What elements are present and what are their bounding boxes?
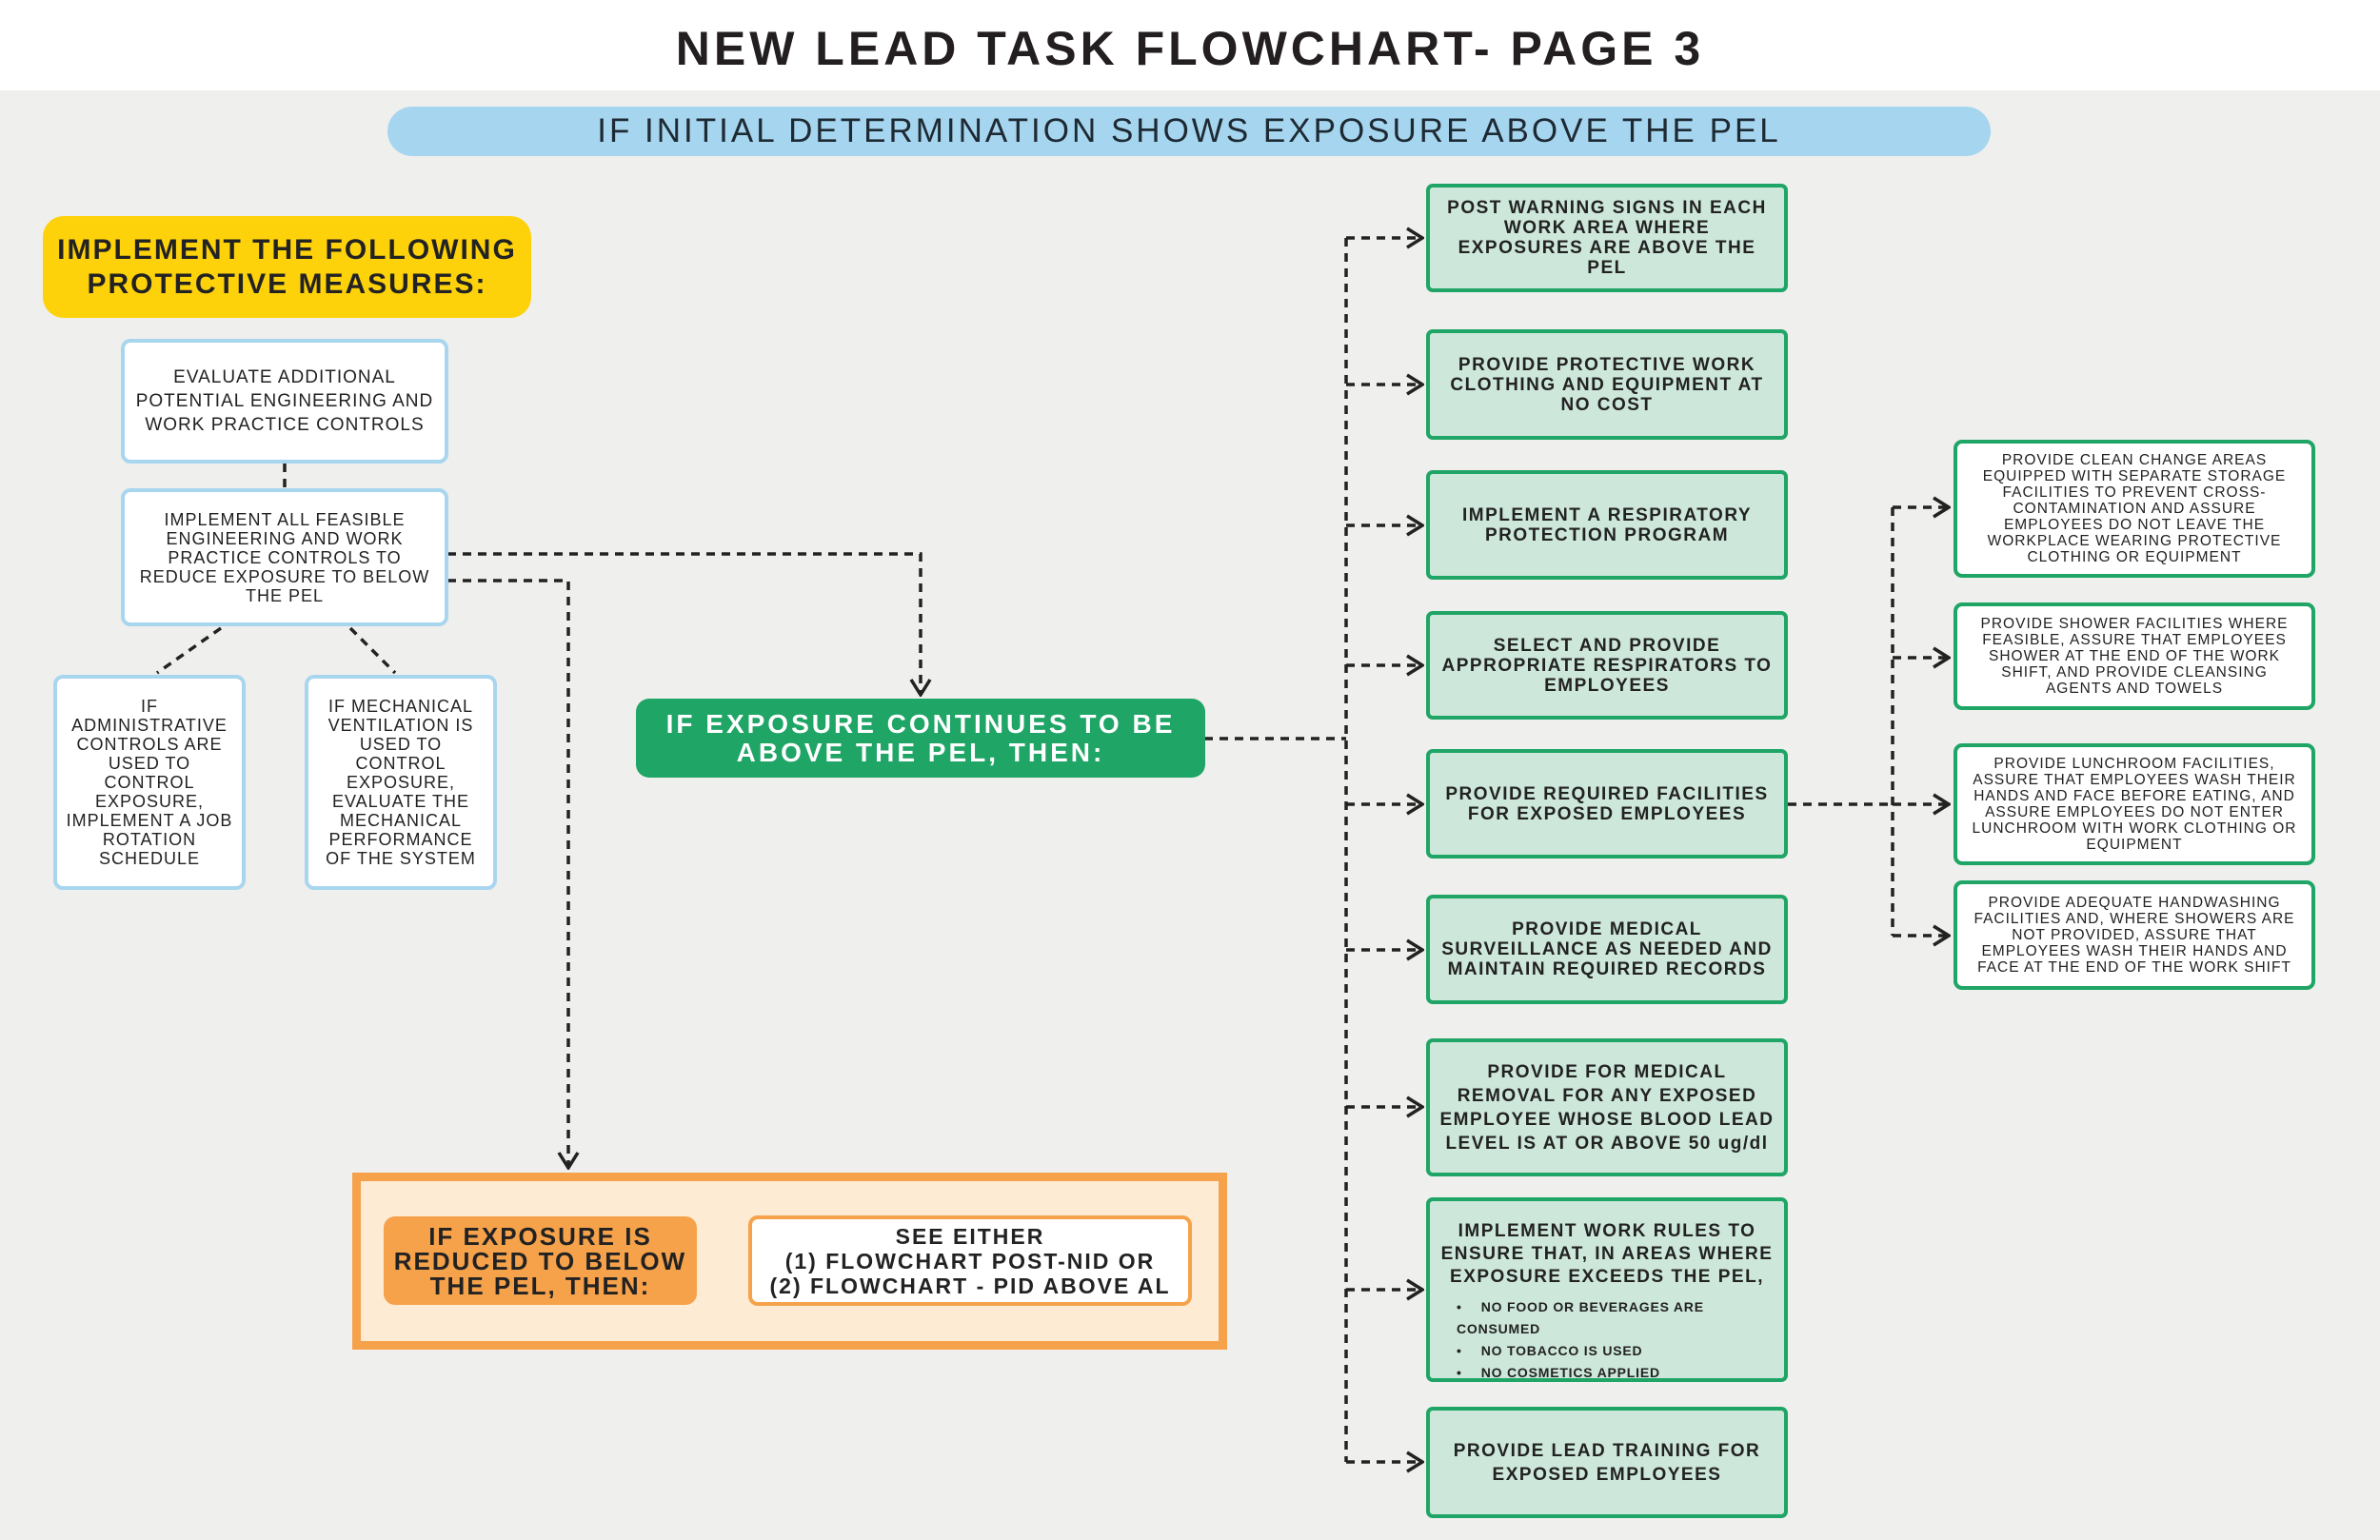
mechanical-ventilation-box: IF MECHANICAL VENTILATION IS USED TO CON… — [305, 675, 497, 890]
protective-measures-heading: IMPLEMENT THE FOLLOWING PROTECTIVE MEASU… — [43, 216, 531, 318]
work-rule-item: NO COSMETICS APPLIED — [1457, 1362, 1775, 1384]
medical-removal-box: PROVIDE FOR MEDICAL REMOVAL FOR ANY EXPO… — [1426, 1038, 1788, 1176]
condition-banner: IF INITIAL DETERMINATION SHOWS EXPOSURE … — [387, 107, 1991, 156]
work-rule-item: NO FOOD OR BEVERAGES ARE CONSUMED — [1457, 1296, 1775, 1340]
protective-clothing-box: PROVIDE PROTECTIVE WORK CLOTHING AND EQU… — [1426, 329, 1788, 440]
page-title: NEW LEAD TASK FLOWCHART- PAGE 3 — [675, 22, 1705, 75]
respiratory-program-box: IMPLEMENT A RESPIRATORY PROTECTION PROGR… — [1426, 470, 1788, 580]
evaluate-controls-box: EVALUATE ADDITIONAL POTENTIAL ENGINEERIN… — [121, 339, 448, 464]
shower-facilities-box: PROVIDE SHOWER FACILITIES WHERE FEASIBLE… — [1954, 602, 2315, 710]
work-rules-box: IMPLEMENT WORK RULES TO ENSURE THAT, IN … — [1426, 1197, 1788, 1382]
work-rules-title: IMPLEMENT WORK RULES TO ENSURE THAT, IN … — [1440, 1221, 1774, 1287]
header-bar — [0, 0, 2380, 90]
administrative-controls-box: IF ADMINISTRATIVE CONTROLS ARE USED TO C… — [53, 675, 246, 890]
handwashing-facilities-box: PROVIDE ADEQUATE HANDWASHING FACILITIES … — [1954, 880, 2315, 990]
change-areas-box: PROVIDE CLEAN CHANGE AREAS EQUIPPED WITH… — [1954, 440, 2315, 578]
lunchroom-facilities-box: PROVIDE LUNCHROOM FACILITIES, ASSURE THA… — [1954, 743, 2315, 865]
exposure-continues-box: IF EXPOSURE CONTINUES TO BE ABOVE THE PE… — [636, 699, 1205, 778]
work-rule-item: NO TOBACCO IS USED — [1457, 1340, 1775, 1362]
required-facilities-box: PROVIDE REQUIRED FACILITIES FOR EXPOSED … — [1426, 749, 1788, 859]
medical-surveillance-box: PROVIDE MEDICAL SURVEILLANCE AS NEEDED A… — [1426, 895, 1788, 1004]
work-rules-list: NO FOOD OR BEVERAGES ARE CONSUMED NO TOB… — [1439, 1296, 1775, 1384]
post-warning-signs-box: POST WARNING SIGNS IN EACH WORK AREA WHE… — [1426, 184, 1788, 292]
implement-controls-box: IMPLEMENT ALL FEASIBLE ENGINEERING AND W… — [121, 488, 448, 626]
flowchart-pid-above-al-ref: (2) FLOWCHART - PID ABOVE AL — [769, 1273, 1171, 1298]
flowchart-post-nid-ref: (1) FLOWCHART POST-NID OR — [784, 1248, 1156, 1273]
exposure-reduced-box: IF EXPOSURE IS REDUCED TO BELOW THE PEL,… — [384, 1216, 697, 1305]
see-either-box: SEE EITHER (1) FLOWCHART POST-NID OR (2)… — [748, 1215, 1192, 1306]
respirators-box: SELECT AND PROVIDE APPROPRIATE RESPIRATO… — [1426, 611, 1788, 720]
see-either-label: SEE EITHER — [895, 1223, 1045, 1249]
lead-training-box: PROVIDE LEAD TRAINING FOR EXPOSED EMPLOY… — [1426, 1407, 1788, 1518]
